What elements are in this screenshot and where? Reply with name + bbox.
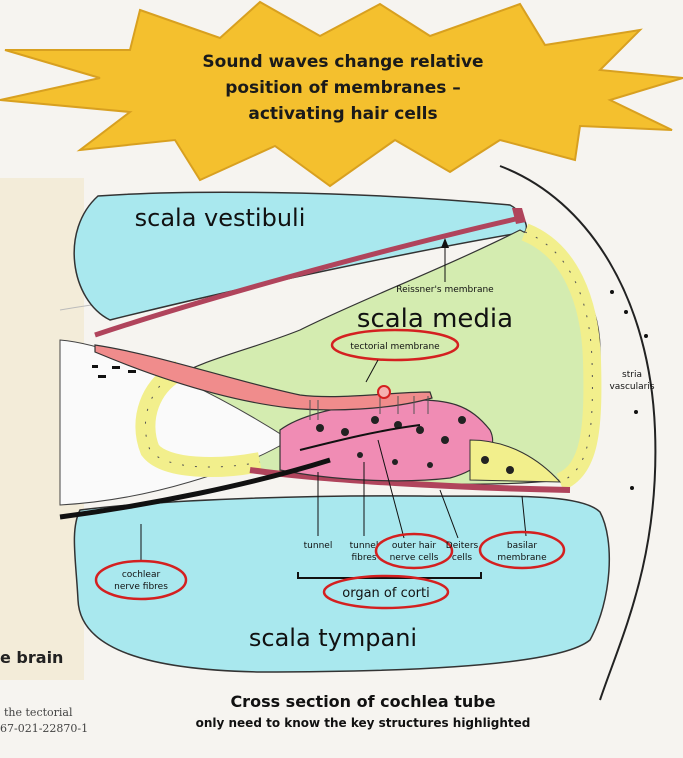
reissners-membrane-label: Reissner's membrane [396,285,494,295]
organ-of-corti-bracket [297,572,482,579]
reissners-arrowhead [441,238,449,248]
tunnel-fibres-label-line1: tunnel [350,541,379,551]
caption-subtitle: only need to know the key structures hig… [195,716,531,730]
cochlear-nerve-bundle [59,457,331,520]
side-brain-text: e brain [0,648,64,667]
outer-hair-label-line1: outer hair [392,541,437,551]
callout-line-2: position of membranes – [225,78,461,98]
basilar-highlight-ring [478,530,566,570]
deiters-label-line2: cells [452,553,472,563]
tunnel-fibres-line [299,424,421,451]
cochlear-label-line1: cochlear [122,570,161,580]
hensen-cells [469,439,562,483]
scala-media-label: scala media [357,304,513,334]
stria-label-line1: stria [622,370,642,380]
bottom-pointers [140,439,527,560]
cochlear-label-line2: nerve fibres [114,582,168,592]
decor-dots [92,290,648,490]
organ-of-corti-highlight-ring [322,574,450,610]
citation-line-2: 67-021-22870-1 [0,722,89,735]
stria-cells [521,223,602,491]
callout-starburst [0,0,683,188]
scala-tympani-label: scala tympani [249,624,417,652]
reissners-membrane-line [94,215,521,338]
tectorial-highlight-dot [377,385,391,399]
callout-text: Sound waves change relative position of … [178,49,508,127]
limbus-cells [135,361,262,477]
scala-vestibuli-label: scala vestibuli [135,204,306,232]
organ-of-corti-label: organ of corti [342,586,429,601]
caption-title: Cross section of cochlea tube [230,692,496,711]
basilar-label-line1: basilar [507,541,537,551]
tunnel-fibres-label-line2: fibres [351,553,376,563]
tectorial-highlight-ring [330,328,460,362]
basilar-label-line2: membrane [497,553,547,563]
tectorial-membrane-label: tectorial membrane [350,342,440,352]
callout-line-3: activating hair cells [248,104,438,124]
membrane-anchor [512,208,526,224]
scala-tympani-region [73,495,611,673]
outer-hair-label-line2: nerve cells [390,553,439,563]
cell-nuclei [316,416,514,474]
cochlear-highlight-ring [94,559,188,601]
citation-line-1: the tectorial [4,706,73,719]
callout-line-1: Sound waves change relative [202,52,484,72]
stria-label-line2: vascularis [609,382,654,392]
stereocilia [309,396,429,420]
outer-hair-highlight-ring [374,532,454,570]
scala-vestibuli-region [73,191,527,321]
deiters-label-line1: Deiters [446,541,479,551]
tectorial-pointer [365,359,379,383]
tunnel-label: tunnel [304,541,333,551]
bony-wall-outer-line [499,165,657,701]
